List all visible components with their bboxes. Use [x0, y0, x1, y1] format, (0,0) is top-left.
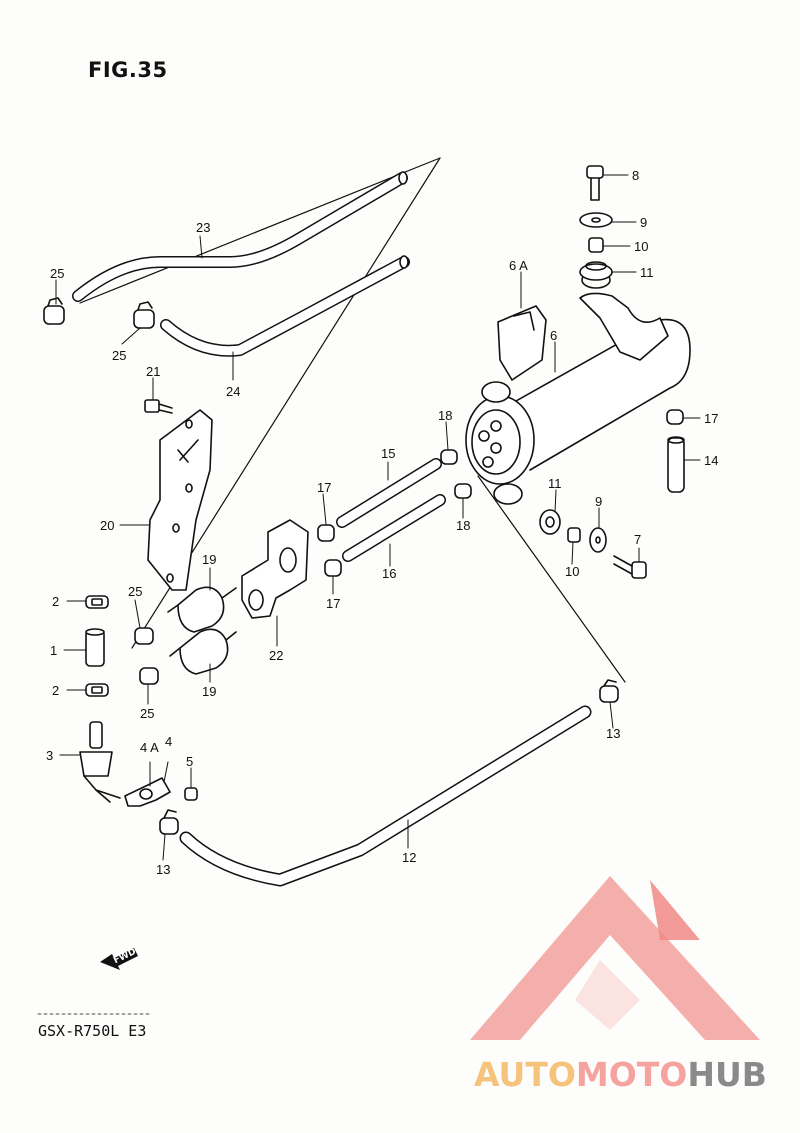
bolt-7 [613, 555, 647, 579]
callout-25: 25 [112, 348, 126, 363]
callout-23: 23 [196, 220, 210, 235]
callout-25: 25 [128, 584, 142, 599]
callout-2: 2 [52, 594, 59, 609]
hose-16 [342, 494, 446, 562]
callout-20: 20 [100, 518, 114, 533]
clamp-25-top-mid [133, 301, 155, 329]
filter-19-upper [167, 586, 237, 633]
callout-6: 6 [550, 328, 557, 343]
bolt-8 [586, 165, 604, 201]
callout-8: 8 [632, 168, 639, 183]
callout-11: 11 [548, 476, 562, 491]
hose-1 [85, 628, 105, 667]
watermark-brand: AUTOMOTOHUB [474, 1055, 767, 1094]
callout-24: 24 [226, 384, 240, 399]
clamp-2-lower [85, 683, 109, 697]
callout-18: 18 [456, 518, 470, 533]
clamp-25-lower-upper [134, 627, 154, 645]
callout-10: 10 [634, 239, 648, 254]
clamp-18-lower [454, 483, 472, 499]
collar-10-lower [567, 527, 581, 543]
hose-24 [160, 255, 410, 357]
callout-4: 4 [165, 734, 172, 749]
bracket-4 [124, 777, 171, 807]
callout-6A: 6 A [509, 258, 528, 273]
watermark-auto: AUTO [474, 1055, 576, 1094]
callout-5: 5 [186, 754, 193, 769]
clamp-13-lower [159, 809, 179, 835]
clamp-25-top-left [43, 297, 65, 325]
filter-19-lower [169, 628, 237, 675]
hose-14 [667, 436, 685, 493]
hose-23 [72, 171, 408, 302]
callout-17: 17 [704, 411, 718, 426]
bolt-21 [144, 399, 173, 414]
clamp-18-upper [440, 449, 458, 465]
callout-9: 9 [640, 215, 647, 230]
callout-22: 22 [269, 648, 283, 663]
clamp-13-upper [599, 679, 619, 703]
callout-10: 10 [565, 564, 579, 579]
callout-7: 7 [634, 532, 641, 547]
fwd-arrow-icon: FWD [100, 947, 138, 970]
callout-19: 19 [202, 552, 216, 567]
clamp-17-lower [324, 559, 342, 577]
callout-3: 3 [46, 748, 53, 763]
callout-12: 12 [402, 850, 416, 865]
clamp-17-right [666, 409, 684, 425]
callout-15: 15 [381, 446, 395, 461]
callout-17: 17 [326, 596, 340, 611]
clamp-25-lower-lower [139, 667, 159, 685]
callout-19: 19 [202, 684, 216, 699]
callout-13: 13 [606, 726, 620, 741]
grommet-11-lower [539, 509, 561, 535]
collar-10-top [588, 237, 604, 253]
callout-16: 16 [382, 566, 396, 581]
figure-title: FIG.35 [88, 58, 168, 82]
leader-lines [55, 174, 701, 861]
canister-6 [465, 271, 691, 505]
fwd-label: FWD [112, 947, 138, 966]
watermark-hub: HUB [687, 1055, 767, 1094]
fitting-3 [79, 721, 121, 803]
callout-13: 13 [156, 862, 170, 877]
bracket-20 [147, 409, 213, 591]
watermark-logo [470, 876, 760, 1040]
strap-6A [497, 305, 547, 381]
grommet-11-top [579, 261, 613, 281]
hose-15 [336, 458, 442, 528]
clamp-17-upper [317, 524, 335, 542]
callout-4A: 4 A [140, 740, 159, 755]
clamp-2-upper [85, 595, 109, 609]
callout-labels: 23 25 25 21 24 20 2 1 2 3 4 A 4 5 13 12 … [46, 168, 718, 877]
callout-9: 9 [595, 494, 602, 509]
washer-9-top [579, 212, 613, 228]
callout-18: 18 [438, 408, 452, 423]
hose-12 [179, 705, 592, 887]
washer-9-lower [589, 527, 607, 553]
callout-25: 25 [50, 266, 64, 281]
callout-25: 25 [140, 706, 154, 721]
callout-17: 17 [317, 480, 331, 495]
holder-22 [241, 519, 309, 619]
watermark-moto: MOTO [575, 1055, 688, 1094]
callout-11: 11 [640, 265, 654, 280]
callout-21: 21 [146, 364, 160, 379]
callout-14: 14 [704, 453, 718, 468]
callout-2: 2 [52, 683, 59, 698]
model-code: GSX-R750L E3 [38, 1022, 147, 1040]
callout-1: 1 [50, 643, 57, 658]
bolt-5 [184, 787, 198, 801]
